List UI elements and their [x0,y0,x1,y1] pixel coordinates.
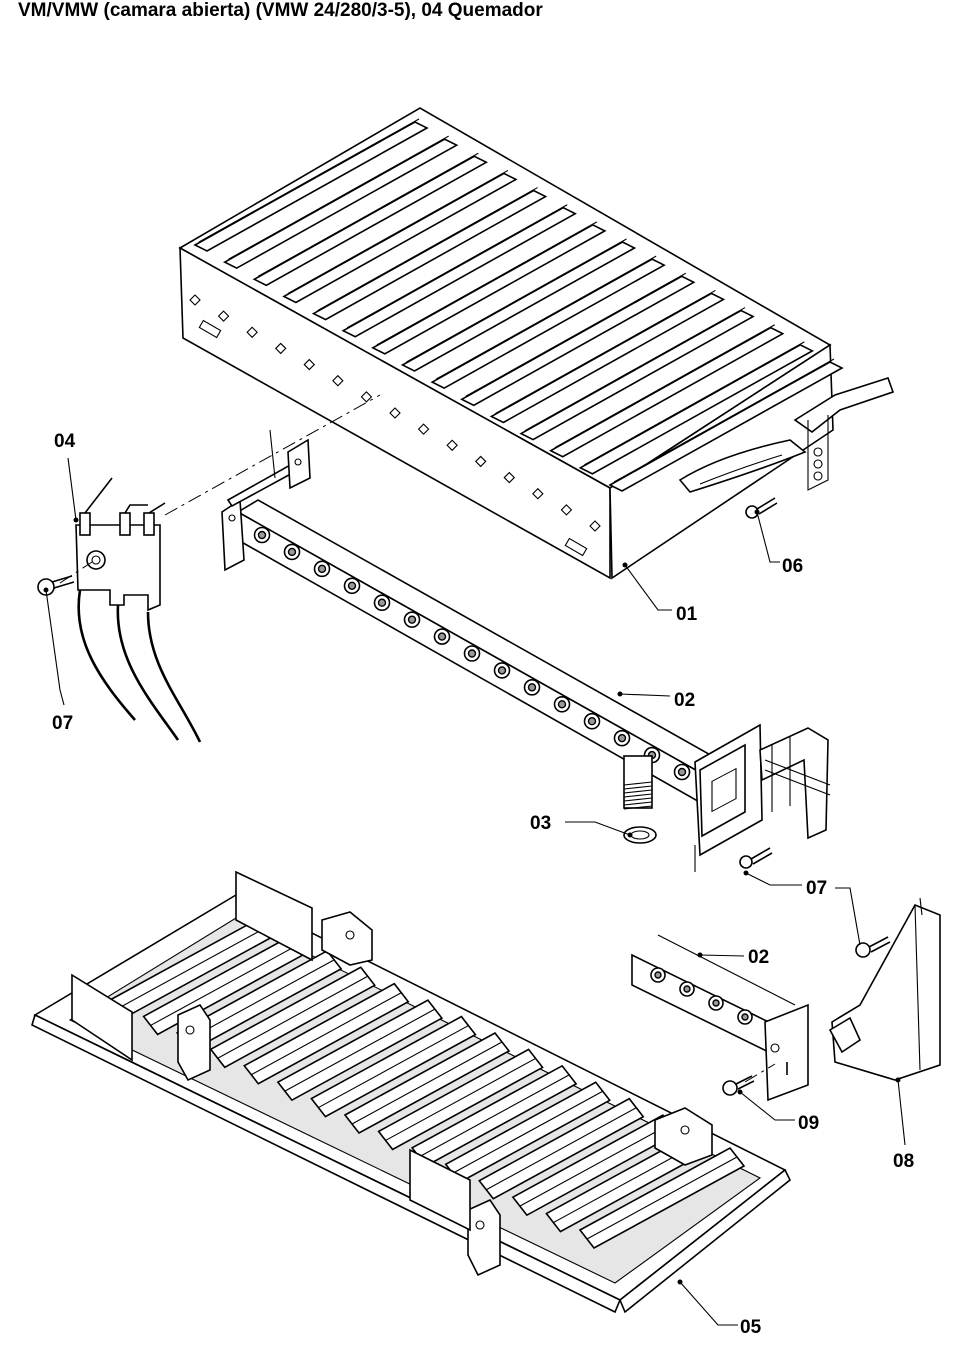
gasket-03 [623,826,657,844]
burner-port [360,391,373,403]
burner-ramp [489,292,726,424]
callout-06: 06 [782,556,803,577]
screw-07-cover [855,936,891,958]
burner-ramp [578,343,815,475]
screw-07-right [739,847,773,869]
burner-port [446,439,458,452]
burner-ramp [430,258,666,390]
screw-07-left [37,575,75,596]
screw-06 [745,497,778,519]
burner-ramp [608,361,844,492]
burner-ramp [252,155,488,287]
burner-port [274,342,287,355]
callout-05: 05 [740,1317,762,1338]
burner-port [303,358,316,371]
burner-port [417,423,430,435]
ignition-electrode [37,477,202,743]
valve-cover-08 [828,897,941,1081]
burner-port [217,310,230,322]
burner-port [246,326,258,339]
screw-09 [722,1075,755,1096]
burner-port [189,294,201,306]
callout-07-right: 07 [806,878,827,899]
burner-ramp [400,241,637,372]
callout-04: 04 [54,431,76,452]
callout-02-upper: 02 [674,690,695,711]
burner-ramp [193,121,429,252]
burner-port [589,520,601,532]
burner-ramp [549,326,785,458]
burner-port [332,374,344,387]
burner-ramp [222,138,459,270]
page-title: VM/VMW (camara abierta) (VMW 24/280/3-5)… [18,0,543,21]
burner-ramp [460,275,696,407]
callout-03: 03 [530,813,551,834]
burner-ramp [371,223,607,355]
burner-port [560,504,573,516]
burner-port [503,471,516,484]
burner-port [532,487,544,500]
callout-07-left: 07 [52,713,73,734]
callout-02-lower: 02 [748,947,769,968]
burner-port [389,407,401,419]
callout-09: 09 [798,1113,819,1134]
burner-ramp [341,206,577,338]
manifold-end-detail [631,934,809,1102]
burner-ramp [311,189,548,321]
burner-ramp [519,309,755,441]
burner-port [474,455,487,468]
callout-01: 01 [676,604,698,625]
gas-manifold [221,429,831,872]
burner-tray [31,870,792,1314]
burner-ramp [282,172,518,304]
callout-08: 08 [893,1151,914,1172]
burner-assembly [178,107,895,580]
leader-lines [43,457,906,1326]
